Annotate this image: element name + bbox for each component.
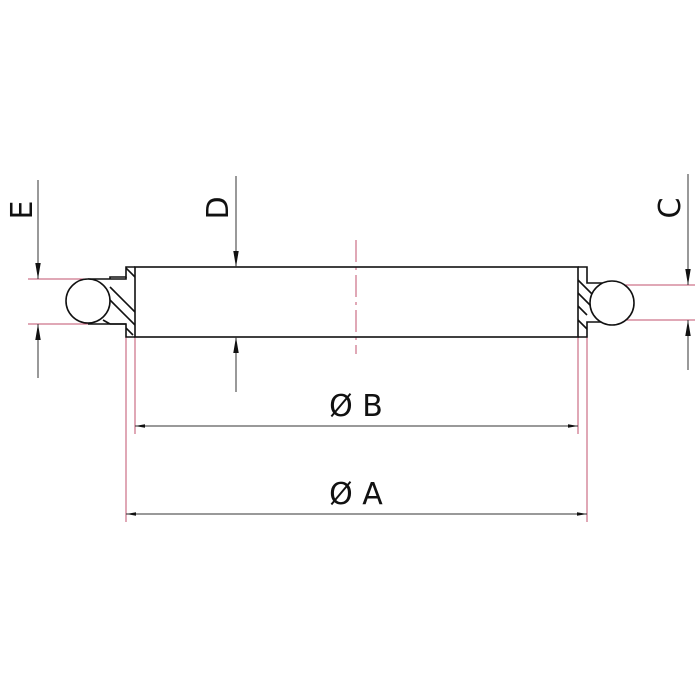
dim-c-label: C bbox=[653, 198, 688, 219]
o-ring-left bbox=[65, 278, 111, 324]
ring-body bbox=[88, 266, 612, 338]
dim-b-label: Ø B bbox=[329, 389, 383, 424]
dim-a-label: Ø A bbox=[329, 477, 383, 512]
dim-e-label: E bbox=[5, 201, 40, 220]
o-ring-right bbox=[589, 280, 635, 326]
dim-d-label: D bbox=[201, 196, 236, 219]
